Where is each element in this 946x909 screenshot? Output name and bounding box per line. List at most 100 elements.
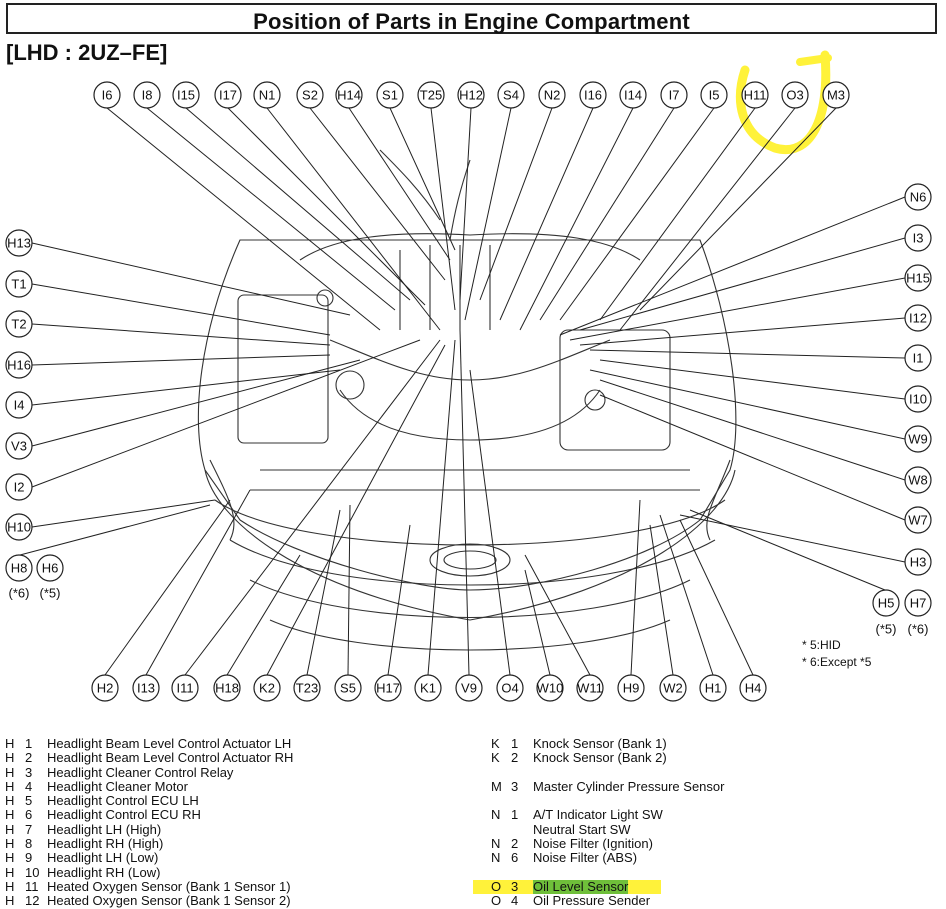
svg-text:W11: W11 — [577, 681, 603, 696]
connector-label: I8 — [133, 81, 161, 109]
connector-label: I3 — [904, 224, 932, 252]
connector-label: I5 — [700, 81, 728, 109]
connector-label: H9 — [617, 674, 645, 702]
svg-text:S2: S2 — [302, 88, 318, 103]
svg-text:K1: K1 — [420, 681, 436, 696]
svg-text:O3: O3 — [786, 88, 803, 103]
connector-label: H3 — [904, 548, 932, 576]
top-connector-labels: I6 I8 I15 I17 N1 S2 H14 S1 T25 H12 S4 N2… — [93, 81, 850, 109]
svg-text:H5: H5 — [878, 596, 895, 611]
svg-text:K2: K2 — [259, 681, 275, 696]
svg-text:I4: I4 — [14, 398, 25, 413]
connector-label: S1 — [376, 81, 404, 109]
highlight-circle-mark — [735, 50, 831, 154]
svg-text:I16: I16 — [584, 88, 602, 103]
connector-label: W9 — [904, 425, 932, 453]
svg-text:H2: H2 — [97, 681, 114, 696]
connector-label: O3 — [781, 81, 809, 109]
connector-label: I10 — [904, 385, 932, 413]
connector-label: K1 — [414, 674, 442, 702]
connector-label: H15 — [904, 264, 932, 292]
svg-text:H15: H15 — [906, 271, 930, 286]
svg-text:H12: H12 — [459, 88, 483, 103]
engine-subtitle: [LHD : 2UZ–FE] — [6, 40, 168, 65]
svg-text:V3: V3 — [11, 439, 27, 454]
legend-spacer — [491, 766, 724, 780]
connector-label: I4 — [5, 391, 33, 419]
right-connector-labels: N6 I3 H15 I12 I1 I10 W9 W8 W7 H3 — [904, 183, 932, 576]
svg-text:H16: H16 — [7, 358, 31, 373]
footnote-except: * 6:Except *5 — [802, 655, 872, 669]
connector-label: I17 — [214, 81, 242, 109]
svg-text:T25: T25 — [420, 88, 442, 103]
svg-text:V9: V9 — [461, 681, 477, 696]
footnote-hid: * 5:HID — [802, 638, 841, 652]
connector-label: I15 — [172, 81, 200, 109]
h8-h6-labels: H8 H6 (*6) (*5) — [5, 554, 64, 601]
svg-text:H9: H9 — [623, 681, 640, 696]
h7-note: (*6) — [908, 622, 929, 637]
connector-label: M3 — [822, 81, 850, 109]
h6-note: (*5) — [40, 586, 61, 601]
svg-text:T1: T1 — [11, 277, 26, 292]
engine-body-outline — [197, 149, 737, 651]
bottom-connector-labels: H2 I13 I11 H18 K2 T23 S5 H17 K1 V9 O4 W1… — [91, 674, 767, 702]
connector-label: T25 — [417, 81, 445, 109]
legend-spacer — [491, 794, 724, 808]
svg-text:I6: I6 — [102, 88, 113, 103]
legend-item: Neutral Start SW — [533, 821, 631, 837]
connector-label: W2 — [659, 674, 687, 702]
svg-text:N6: N6 — [910, 190, 927, 205]
connector-label: W7 — [904, 506, 932, 534]
connector-label: H14 — [335, 81, 363, 109]
svg-text:H7: H7 — [910, 596, 927, 611]
svg-text:I13: I13 — [137, 681, 155, 696]
connector-label: H18 — [213, 674, 241, 702]
connector-label: I13 — [132, 674, 160, 702]
connector-label: H8 — [5, 554, 33, 582]
connector-label: S5 — [334, 674, 362, 702]
connector-label: I1 — [904, 344, 932, 372]
svg-text:H6: H6 — [42, 561, 59, 576]
svg-text:I1: I1 — [913, 351, 924, 366]
highlight-tick-mark — [796, 54, 832, 66]
svg-text:M3: M3 — [827, 88, 845, 103]
svg-text:I7: I7 — [669, 88, 680, 103]
connector-label: W10 — [536, 674, 564, 702]
connector-label: H1 — [699, 674, 727, 702]
connector-label: S4 — [497, 81, 525, 109]
svg-text:W7: W7 — [908, 513, 928, 528]
svg-text:H1: H1 — [705, 681, 722, 696]
connector-label: I2 — [5, 473, 33, 501]
connector-label: N6 — [904, 183, 932, 211]
svg-text:W8: W8 — [908, 473, 928, 488]
svg-text:I14: I14 — [624, 88, 642, 103]
connector-label: H12 — [457, 81, 485, 109]
connector-label: T1 — [5, 270, 33, 298]
svg-text:W2: W2 — [663, 681, 683, 696]
connector-label: I6 — [93, 81, 121, 109]
svg-text:I12: I12 — [909, 311, 927, 326]
connector-label: N2 — [538, 81, 566, 109]
connector-label: W8 — [904, 466, 932, 494]
svg-text:T2: T2 — [11, 317, 26, 332]
connector-label: K2 — [253, 674, 281, 702]
h5-note: (*5) — [876, 622, 897, 637]
svg-text:S4: S4 — [503, 88, 519, 103]
svg-text:I10: I10 — [909, 392, 927, 407]
connector-label: H13 — [5, 229, 33, 257]
